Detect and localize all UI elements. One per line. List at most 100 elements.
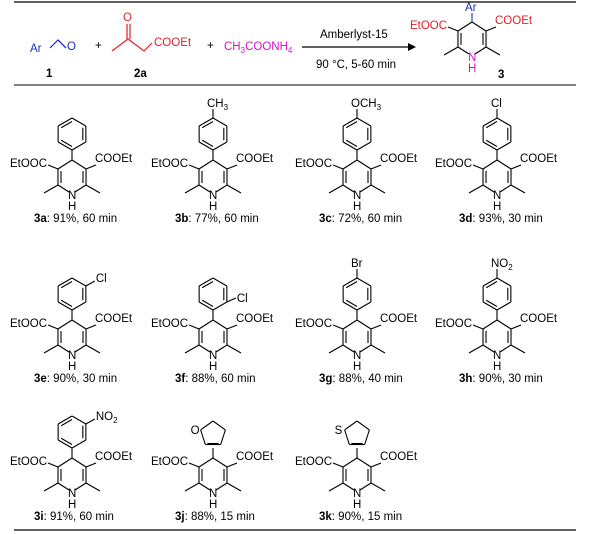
nh-n-label: N bbox=[353, 350, 361, 362]
nh-n-label: N bbox=[68, 350, 76, 362]
heteroatom-label: O bbox=[191, 425, 200, 437]
ketoester-cooet-label: COOEt bbox=[154, 37, 192, 49]
compound-number-1: 1 bbox=[46, 68, 53, 80]
compound-caption: 3j: 88%, 15 min bbox=[175, 511, 255, 523]
yield-time: : 90%, 30 min bbox=[472, 373, 542, 385]
ester-left-label: EtOOC bbox=[10, 456, 47, 468]
compound-caption: 3h: 90%, 30 min bbox=[459, 373, 543, 385]
substituent-label: OCH3 bbox=[351, 98, 382, 112]
compound-id: 3k bbox=[319, 511, 332, 523]
nh-n-label: N bbox=[353, 488, 361, 500]
nh-n-label: N bbox=[209, 190, 217, 202]
ester-left-label: EtOOC bbox=[295, 158, 332, 170]
ester-right-label: COOEt bbox=[95, 153, 133, 165]
nh-h-label: H bbox=[68, 361, 76, 373]
nh-n-label: N bbox=[468, 52, 476, 64]
substituent-label: NO2 bbox=[491, 258, 513, 272]
ester-left-label: EtOOC bbox=[410, 20, 447, 32]
ester-left-label: EtOOC bbox=[151, 318, 188, 330]
ester-right-label: COOEt bbox=[236, 451, 274, 463]
ester-left-label: EtOOC bbox=[435, 158, 472, 170]
ester-left-label: EtOOC bbox=[10, 318, 47, 330]
plus-sign-2: + bbox=[207, 40, 214, 52]
substituent-label: NO2 bbox=[96, 411, 118, 425]
nh-h-label: H bbox=[353, 499, 361, 511]
compound-id: 3c bbox=[319, 213, 332, 225]
plus-sign-1: + bbox=[95, 40, 102, 52]
nh-h-label: H bbox=[68, 499, 76, 511]
yield-time: : 91%, 60 min bbox=[44, 511, 114, 523]
product-ar-label: Ar bbox=[465, 2, 477, 14]
nh-h-label: H bbox=[468, 63, 476, 75]
substituent-label: Cl bbox=[96, 273, 107, 285]
catalyst-label: Amberlyst-15 bbox=[320, 29, 388, 41]
nh-n-label: N bbox=[353, 190, 361, 202]
compound-id: 3f bbox=[175, 373, 185, 385]
yield-time: : 88%, 15 min bbox=[185, 511, 255, 523]
nh-n-label: N bbox=[493, 350, 501, 362]
compound-caption: 3f: 88%, 60 min bbox=[175, 373, 256, 385]
substituent-label: Cl bbox=[491, 98, 502, 110]
substituent-label: CH3 bbox=[207, 98, 229, 112]
compound-number-3: 3 bbox=[498, 69, 504, 81]
ester-right-label: COOEt bbox=[380, 451, 418, 463]
compound-caption: 3k: 90%, 15 min bbox=[319, 511, 402, 523]
ammonium-acetate-label: CH3COONH4 bbox=[224, 41, 293, 55]
yield-time: : 77%, 60 min bbox=[188, 213, 258, 225]
ester-left-label: EtOOC bbox=[295, 456, 332, 468]
nh-h-label: H bbox=[68, 201, 76, 213]
reactant-ketoester: O COOEt 2a bbox=[111, 12, 192, 80]
nh-h-label: H bbox=[493, 361, 501, 373]
ester-right-label: COOEt bbox=[380, 313, 418, 325]
ester-left-label: EtOOC bbox=[435, 318, 472, 330]
compound-caption: 3e: 90%, 30 min bbox=[34, 373, 117, 385]
yield-time: : 72%, 60 min bbox=[332, 213, 402, 225]
yield-time: : 88%, 60 min bbox=[185, 373, 255, 385]
yield-time: : 90%, 30 min bbox=[47, 373, 117, 385]
yield-time: : 88%, 40 min bbox=[332, 373, 402, 385]
ester-right-label: COOEt bbox=[95, 313, 133, 325]
ester-right-label: COOEt bbox=[236, 153, 274, 165]
nh-n-label: N bbox=[68, 190, 76, 202]
compound-number-2a: 2a bbox=[134, 68, 147, 80]
ester-right-label: COOEt bbox=[236, 313, 274, 325]
compound-id: 3d bbox=[459, 213, 472, 225]
compound-caption: 3i: 91%, 60 min bbox=[34, 511, 114, 523]
compound-caption: 3b: 77%, 60 min bbox=[175, 213, 259, 225]
nh-n-label: N bbox=[209, 488, 217, 500]
substituent-label: Cl bbox=[237, 293, 248, 305]
ester-right-label: COOEt bbox=[520, 313, 558, 325]
ester-left-label: EtOOC bbox=[151, 456, 188, 468]
compound-caption: 3c: 72%, 60 min bbox=[319, 213, 402, 225]
nh-h-label: H bbox=[209, 201, 217, 213]
ester-right-label: COOEt bbox=[520, 153, 558, 165]
nh-h-label: H bbox=[353, 201, 361, 213]
ester-left-label: EtOOC bbox=[295, 318, 332, 330]
compound-id: 3a bbox=[34, 213, 47, 225]
nh-h-label: H bbox=[209, 499, 217, 511]
ester-right-label: COOEt bbox=[95, 451, 133, 463]
compound-caption: 3g: 88%, 40 min bbox=[319, 373, 403, 385]
compound-caption: 3a: 91%, 60 min bbox=[34, 213, 117, 225]
compound-id: 3j bbox=[175, 511, 185, 523]
reaction-arrow: Amberlyst-15 90 °C, 5-60 min bbox=[302, 29, 416, 71]
nh-n-label: N bbox=[209, 350, 217, 362]
reactant-aldehyde: Ar O 1 bbox=[30, 39, 76, 80]
compound-id: 3g bbox=[319, 373, 332, 385]
compound-id: 3b bbox=[175, 213, 188, 225]
compound-id: 3i bbox=[34, 511, 44, 523]
ester-right-label: COOEt bbox=[495, 15, 533, 27]
nh-h-label: H bbox=[493, 201, 501, 213]
aldehyde-o-label: O bbox=[67, 41, 76, 53]
